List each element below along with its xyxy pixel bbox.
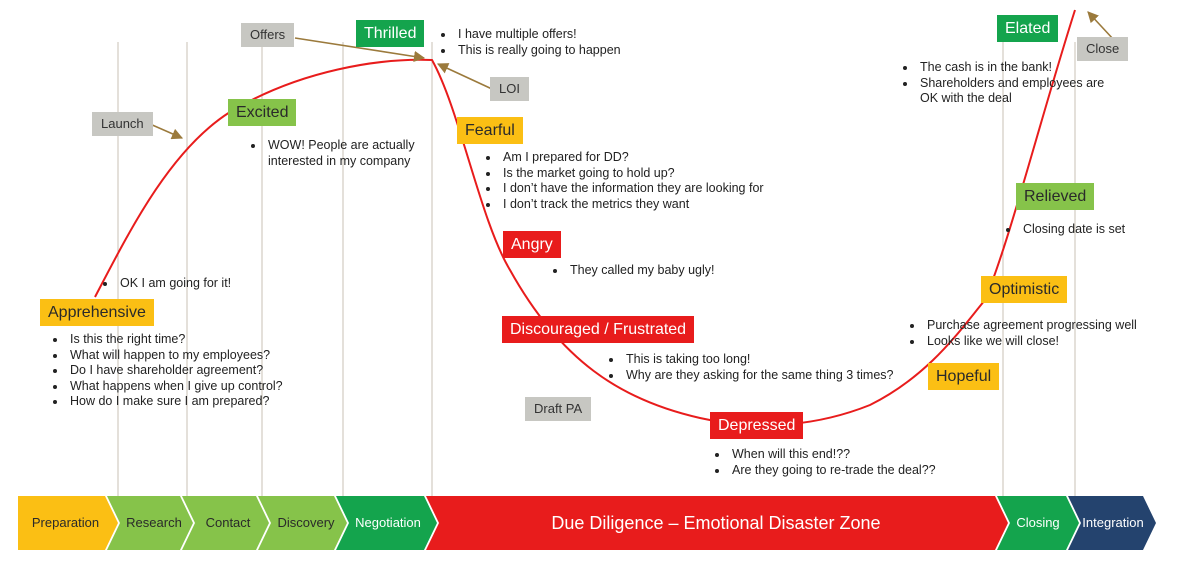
note-item: OK I am going for it!	[117, 276, 231, 292]
notes-thrilled: I have multiple offers! This is really g…	[438, 27, 621, 58]
stage-negotiation	[336, 496, 437, 550]
stage-bar	[18, 496, 1156, 550]
note-item: Is the market going to hold up?	[500, 166, 764, 182]
close-arrow	[1087, 11, 1115, 41]
note-item: They called my baby ugly!	[567, 263, 715, 279]
note-item: I don’t track the metrics they want	[500, 197, 764, 213]
note-item: I have multiple offers!	[455, 27, 621, 43]
stage-label-research: Research	[126, 515, 182, 530]
stage-due-diligence	[426, 496, 1008, 550]
note-item: Are they going to re-trade the deal??	[729, 463, 936, 479]
stage-label-contact: Contact	[205, 515, 251, 530]
note-item: I don’t have the information they are lo…	[500, 181, 764, 197]
notes-go: OK I am going for it!	[100, 276, 231, 292]
emotion-hopeful: Hopeful	[928, 363, 1000, 390]
notes-fearful: Am I prepared for DD? Is the market goin…	[483, 150, 764, 212]
note-item: Purchase agreement progressing well	[924, 318, 1137, 334]
emotion-angry: Angry	[503, 231, 561, 258]
note-item: How do I make sure I am prepared?	[67, 394, 283, 410]
marker-loi: LOI	[490, 77, 529, 101]
launch-arrow	[149, 123, 184, 140]
emotion-thrilled: Thrilled	[356, 20, 425, 47]
note-item: OK with the deal	[920, 91, 1012, 105]
stage-discovery	[258, 496, 347, 550]
note-item: What happens when I give up control?	[67, 379, 283, 395]
stage-label-integration: Integration	[1082, 515, 1144, 530]
notes-excited: WOW! People are actually interested in m…	[248, 138, 415, 169]
emotion-relieved: Relieved	[1016, 183, 1095, 210]
stage-label-preparation: Preparation	[31, 515, 100, 530]
notes-optimistic: Purchase agreement progressing well Look…	[907, 318, 1137, 349]
emotion-excited: Excited	[228, 99, 297, 126]
stage-label-negotiation: Negotiation	[355, 515, 421, 530]
marker-arrows	[149, 11, 1115, 140]
emotion-discouraged: Discouraged / Frustrated	[502, 316, 695, 343]
stage-preparation	[18, 496, 118, 550]
note-item: WOW! People are actually	[265, 138, 415, 154]
stage-integration	[1068, 496, 1156, 550]
stage-closing	[997, 496, 1079, 550]
loi-arrow	[436, 63, 493, 90]
emotion-depressed: Depressed	[710, 412, 804, 439]
note-item: interested in my company	[268, 153, 411, 168]
note-item: The cash is in the bank!	[917, 60, 1104, 76]
notes-angry: They called my baby ugly!	[550, 263, 715, 279]
notes-discouraged: This is taking too long! Why are they as…	[606, 352, 894, 383]
note-item: This is really going to happen	[455, 43, 621, 59]
offers-arrow	[294, 37, 426, 62]
emotion-apprehensive: Apprehensive	[40, 299, 154, 326]
note-item: What will happen to my employees?	[67, 348, 283, 364]
note-item: Closing date is set	[1020, 222, 1125, 238]
note-item: Is this the right time?	[67, 332, 283, 348]
note-item: This is taking too long!	[623, 352, 894, 368]
note-item: When will this end!??	[729, 447, 936, 463]
note-item: Shareholders and employees are	[917, 76, 1104, 92]
stage-label-due-diligence: Due Diligence – Emotional Disaster Zone	[551, 513, 881, 533]
notes-relieved: Closing date is set	[1003, 222, 1125, 238]
emotion-fearful: Fearful	[457, 117, 523, 144]
notes-elated: The cash is in the bank! Shareholders an…	[900, 60, 1104, 107]
stage-label-closing: Closing	[1016, 515, 1060, 530]
emotion-elated: Elated	[997, 15, 1059, 42]
notes-depressed: When will this end!?? Are they going to …	[712, 447, 936, 478]
marker-launch: Launch	[92, 112, 153, 136]
notes-apprehensive: Is this the right time? What will happen…	[50, 332, 283, 410]
marker-draft-pa: Draft PA	[525, 397, 592, 421]
stage-label-discovery: Discovery	[277, 515, 335, 530]
note-item: Looks like we will close!	[924, 334, 1137, 350]
stage-contact	[182, 496, 269, 550]
stage-research	[107, 496, 193, 550]
emotion-optimistic: Optimistic	[981, 276, 1068, 303]
marker-close: Close	[1077, 37, 1129, 61]
note-item: Do I have shareholder agreement?	[67, 363, 283, 379]
note-item: Why are they asking for the same thing 3…	[623, 368, 894, 384]
note-item: Am I prepared for DD?	[500, 150, 764, 166]
marker-offers: Offers	[241, 23, 295, 47]
